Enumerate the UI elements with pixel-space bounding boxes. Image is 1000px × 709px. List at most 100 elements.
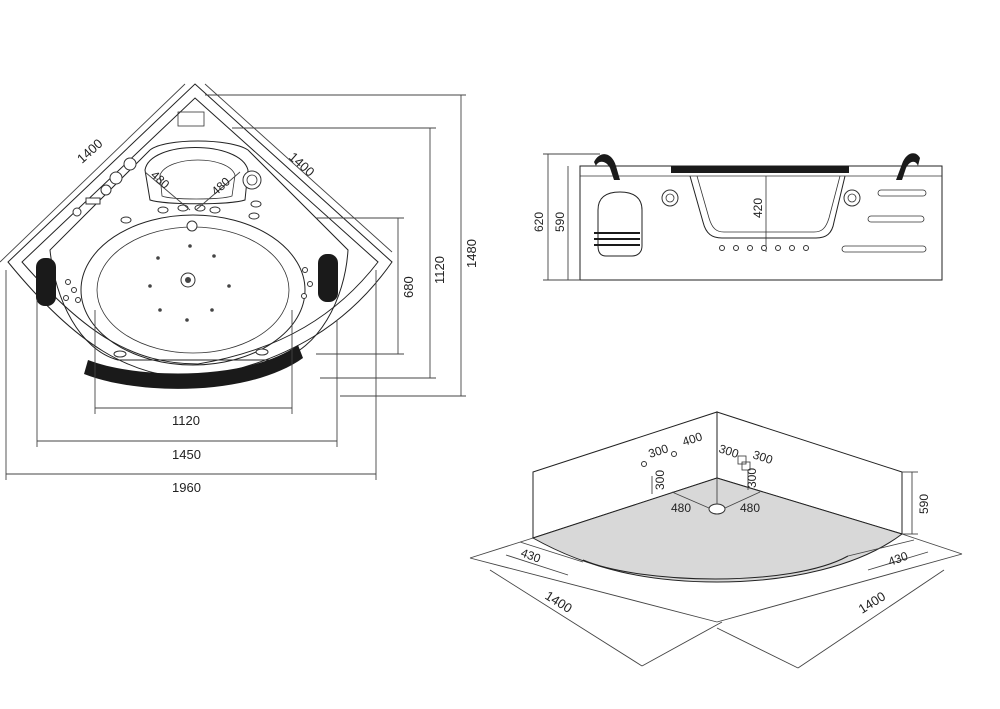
speaker-inner [246,174,258,186]
dim-total-height: 1480 [464,239,479,268]
side-basin-inner [696,175,841,233]
side-rail [841,245,927,253]
seat-jet [250,200,262,208]
left-headrest [36,258,56,306]
side-jet [761,245,767,251]
side-jet [789,245,795,251]
base-floor-area [531,477,904,583]
control-knob-icon [100,184,112,196]
side-dim-inner-depth: 420 [751,198,765,218]
dim-line [469,537,534,559]
side-jet [747,245,753,251]
base-dim-right-300-b: 300 [751,448,775,468]
control-knob-icon [123,157,137,171]
dim-line [724,491,761,509]
front-black-panel [84,345,303,389]
side-top-black-panel [671,166,849,173]
base-outlet-box [741,461,751,471]
side-basin-profile [689,175,846,239]
basin-jet [227,284,231,288]
tub-rim-outline [21,97,379,365]
dim-line [847,539,915,557]
side-view: 620 590 420 [532,153,943,281]
side-headrest [597,191,643,257]
dim-mid-width: 1450 [172,447,201,462]
dim-line [0,83,186,263]
base-dim-left-480: 480 [671,501,691,515]
control-panel [177,111,205,127]
side-jet [63,295,69,301]
control-knob-icon [72,207,82,217]
base-dim-left-length: 1400 [542,588,574,616]
base-dim-left-300-b: 300 [653,470,667,490]
base-outlet-icon [641,461,647,467]
right-headrest [318,254,338,302]
control-knob-icon [109,171,123,185]
seat-jet [177,204,189,212]
base-dim-left-300-a: 300 [647,441,671,461]
speaker-icon [242,170,262,190]
dim-line [671,491,710,509]
seat-jet [120,216,132,224]
side-vent [594,238,640,240]
side-speaker-icon [843,189,861,207]
basin-jet [212,254,216,258]
base-dim-left-400: 400 [681,429,705,449]
dim-seat-left: 480 [148,168,172,192]
drain-center [185,277,191,283]
side-jet [733,245,739,251]
basin-jet [210,308,214,312]
dim-line [469,557,718,623]
tub-deck-outline [49,140,349,361]
base-dim-right-length: 1400 [856,588,888,616]
basin-jet [148,284,152,288]
shelf-icon [85,197,101,205]
base-drain-icon [708,503,726,515]
base-dim-right-300-c: 300 [745,468,759,488]
seat-outline [144,147,249,205]
side-jet [71,287,77,293]
side-rail [877,189,927,197]
base-dim-right-300-a: 300 [717,442,741,462]
dim-line [641,621,723,667]
dim-side-left: 1400 [74,136,106,166]
basin-inner [96,226,290,354]
side-right-handle-icon [896,153,920,180]
basin-jet [188,244,192,248]
basin-jet [185,318,189,322]
side-outer-frame [579,165,943,281]
side-jet [75,297,81,303]
side-vent [594,244,640,246]
base-outlet-icon [671,451,677,457]
seat-jet [209,206,221,214]
side-jet [301,293,307,299]
dim-inner-width: 1120 [172,413,200,428]
side-jet [775,245,781,251]
dim-mid-height: 1120 [432,256,447,284]
seat-jet [255,348,269,356]
side-left-handle-icon [594,154,620,180]
base-dim-right-480: 480 [740,501,760,515]
seat-jet [248,212,260,220]
basin-outer [80,214,306,366]
seat-jet [113,350,127,358]
side-jet [719,245,725,251]
side-jet [302,267,308,273]
side-jet [65,279,71,285]
side-speaker-icon [661,189,679,207]
dim-line [195,171,241,211]
side-speaker-inner [665,193,675,203]
seat-jet [194,204,206,212]
dim-line [144,171,191,211]
seat-drain-icon [186,220,198,232]
base-view: 480 480 300 400 300 300 300 300 590 430 … [469,411,963,669]
dim-line [505,554,569,576]
side-dim-outer-height: 620 [532,212,546,232]
base-dim-right-offset: 430 [886,549,910,569]
side-jet [803,245,809,251]
dim-line [519,541,584,563]
dim-line [489,569,643,667]
side-dim-rim-height: 590 [553,212,567,232]
dim-inner-height: 680 [401,276,416,298]
